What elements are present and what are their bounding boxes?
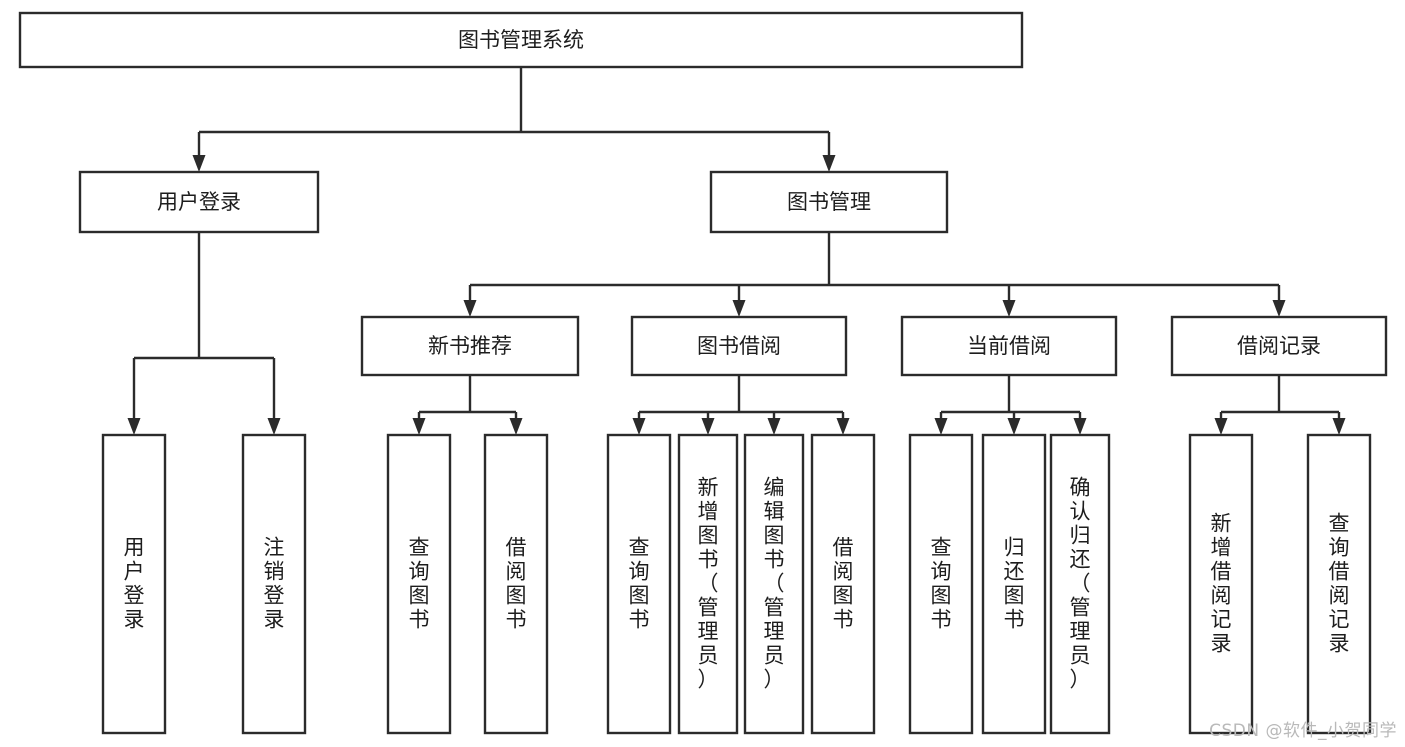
node-leaf-query-book-1[interactable]: 查询图书 xyxy=(386,433,452,735)
arrow-head xyxy=(1332,418,1346,435)
node-login[interactable]: 用户登录 xyxy=(78,170,320,234)
node-newbook[interactable]: 新书推荐 xyxy=(360,315,580,377)
node-leaf-confirm-return[interactable]: 确认归还（管理员） xyxy=(1049,433,1111,735)
node-label: 借阅图书 xyxy=(506,536,527,632)
node-leaf-query-book-3[interactable]: 查询图书 xyxy=(908,433,974,735)
node-leaf-query-book-2[interactable]: 查询图书 xyxy=(606,433,672,735)
node-box xyxy=(981,433,1047,735)
node-bookmgmt[interactable]: 图书管理 xyxy=(709,170,949,234)
node-leaf-return-book[interactable]: 归还图书 xyxy=(981,433,1047,735)
arrow-head xyxy=(732,300,746,317)
node-leaf-add-record[interactable]: 新增借阅记录 xyxy=(1188,433,1254,735)
node-leaf-borrow-book-1[interactable]: 借阅图书 xyxy=(483,433,549,735)
node-box xyxy=(900,315,1118,377)
node-box xyxy=(1049,433,1111,735)
node-box xyxy=(908,433,974,735)
node-label: 查询借阅记录 xyxy=(1329,512,1350,656)
node-label: 查询图书 xyxy=(931,536,952,632)
arrow-head xyxy=(1002,300,1016,317)
node-leaf-edit-book[interactable]: 编辑图书（管理员） xyxy=(743,433,805,735)
node-leaf-query-record[interactable]: 查询借阅记录 xyxy=(1306,433,1372,735)
node-box xyxy=(241,433,307,735)
arrow-head xyxy=(127,418,141,435)
arrow-head xyxy=(267,418,281,435)
node-leaf-user-login[interactable]: 用户登录 xyxy=(101,433,167,735)
arrow-head xyxy=(1073,418,1087,435)
node-label: 用户登录 xyxy=(124,536,145,632)
arrow-head xyxy=(701,418,715,435)
arrow-head xyxy=(767,418,781,435)
node-leaf-user-logout[interactable]: 注销登录 xyxy=(241,433,307,735)
node-label: 查询图书 xyxy=(629,536,650,632)
node-label: 新增借阅记录 xyxy=(1211,512,1232,656)
arrow-head xyxy=(836,418,850,435)
node-box xyxy=(677,433,739,735)
node-box xyxy=(743,433,805,735)
node-box xyxy=(360,315,580,377)
node-box xyxy=(386,433,452,735)
arrow-head xyxy=(632,418,646,435)
node-label: 用户登录 xyxy=(157,190,241,214)
node-label: 编辑图书（管理员） xyxy=(764,476,785,692)
node-label: 归还图书 xyxy=(1004,536,1025,632)
node-current[interactable]: 当前借阅 xyxy=(900,315,1118,377)
node-records[interactable]: 借阅记录 xyxy=(1170,315,1388,377)
arrow-head xyxy=(412,418,426,435)
node-label: 图书借阅 xyxy=(697,334,781,358)
node-box xyxy=(630,315,848,377)
node-leaf-add-book[interactable]: 新增图书（管理员） xyxy=(677,433,739,735)
node-box xyxy=(1306,433,1372,735)
node-label: 图书管理系统 xyxy=(458,28,584,52)
arrow-head xyxy=(1214,418,1228,435)
node-box xyxy=(101,433,167,735)
node-label: 确认归还（管理员） xyxy=(1070,476,1091,692)
node-box xyxy=(483,433,549,735)
node-root[interactable]: 图书管理系统 xyxy=(18,11,1024,69)
arrow-head xyxy=(934,418,948,435)
arrow-head xyxy=(192,155,206,172)
arrow-head xyxy=(1272,300,1286,317)
node-box xyxy=(709,170,949,234)
node-box xyxy=(1188,433,1254,735)
node-label: 查询图书 xyxy=(409,536,430,632)
node-label: 图书管理 xyxy=(787,190,871,214)
node-label: 新增图书（管理员） xyxy=(698,476,719,692)
arrow-head xyxy=(822,155,836,172)
node-box xyxy=(1170,315,1388,377)
node-box xyxy=(810,433,876,735)
arrow-head xyxy=(509,418,523,435)
node-label: 借阅记录 xyxy=(1237,334,1321,358)
node-leaf-borrow-book-2[interactable]: 借阅图书 xyxy=(810,433,876,735)
node-borrow[interactable]: 图书借阅 xyxy=(630,315,848,377)
node-label: 新书推荐 xyxy=(428,334,512,358)
node-label: 当前借阅 xyxy=(967,334,1051,358)
arrow-head xyxy=(463,300,477,317)
node-box xyxy=(606,433,672,735)
node-box xyxy=(78,170,320,234)
node-box xyxy=(18,11,1024,69)
node-label: 借阅图书 xyxy=(833,536,854,632)
node-label: 注销登录 xyxy=(264,536,285,632)
arrow-head xyxy=(1007,418,1021,435)
